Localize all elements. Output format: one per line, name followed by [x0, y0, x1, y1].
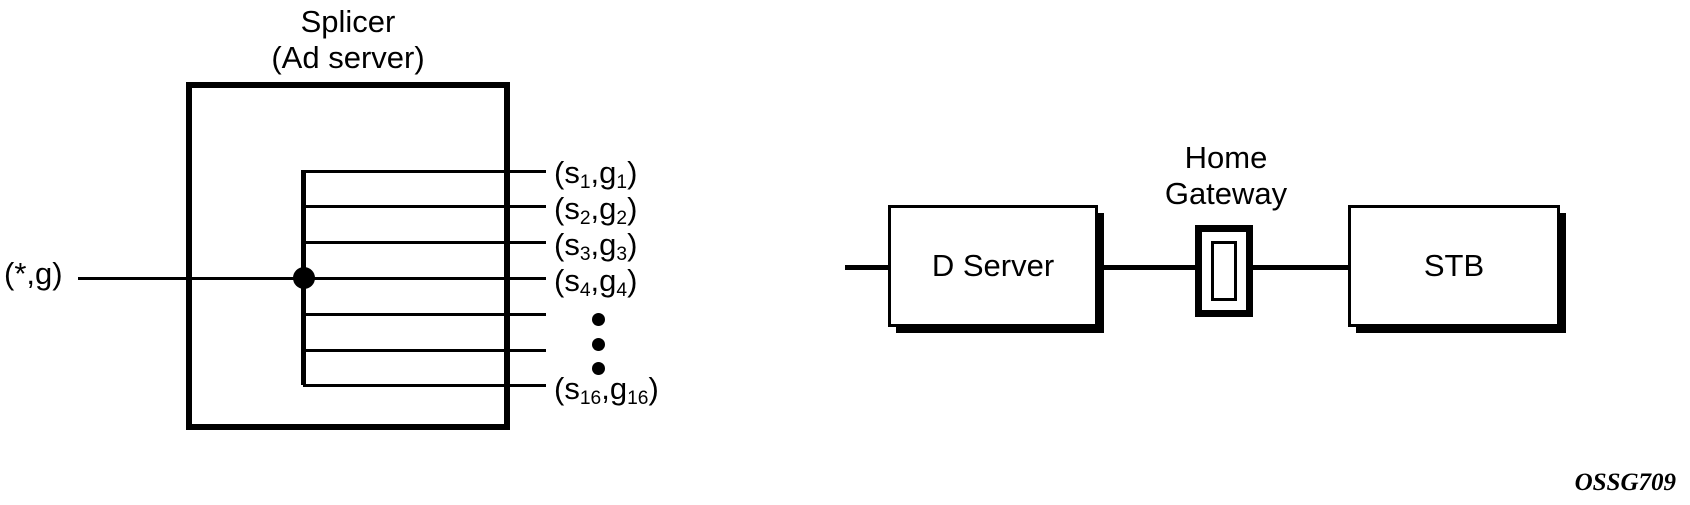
stb-box: STB: [1348, 205, 1560, 327]
splicer-title: Splicer (Ad server): [186, 4, 510, 76]
branch-line-6: [303, 349, 546, 352]
branch-line-7: [303, 384, 546, 387]
d-server-box: D Server: [888, 205, 1098, 327]
ellipsis-dot-1: [592, 313, 605, 326]
gateway-title: Home Gateway: [1140, 140, 1312, 212]
gateway-title-line2: Gateway: [1164, 175, 1288, 211]
output-label-2: (s2,g2): [554, 191, 638, 229]
splicer-box: [186, 82, 510, 430]
splicer-title-line2: (Ad server): [271, 39, 425, 75]
branch-line-2: [303, 205, 546, 208]
input-label: (*,g): [4, 256, 63, 291]
output-label-3: (s3,g3): [554, 227, 638, 265]
input-line: [78, 277, 306, 280]
branch-line-3: [303, 241, 546, 244]
output-label-1: (s1,g1): [554, 155, 638, 193]
watermark: OSSG709: [1574, 469, 1676, 496]
branch-line-1: [303, 170, 546, 173]
home-gateway-inner-rect: [1211, 241, 1237, 301]
d-server-label: D Server: [931, 248, 1055, 283]
branch-line-4: [303, 277, 546, 280]
splicer-title-line1: Splicer: [300, 4, 396, 39]
junction-dot: [293, 267, 315, 289]
output-label-5: (s16,g16): [554, 371, 659, 409]
link-line-server-to-gateway: [1096, 265, 1197, 270]
stb-label: STB: [1423, 248, 1485, 283]
ellipsis-dot-2: [592, 338, 605, 351]
output-label-4: (s4,g4): [554, 263, 638, 301]
ellipsis-dot-3: [592, 362, 605, 375]
branch-line-5: [303, 313, 546, 316]
link-line-gateway-to-stb: [1251, 265, 1350, 270]
home-gateway-icon: [1195, 225, 1253, 317]
link-line-inbound: [845, 265, 890, 270]
gateway-title-line1: Home: [1184, 140, 1268, 175]
